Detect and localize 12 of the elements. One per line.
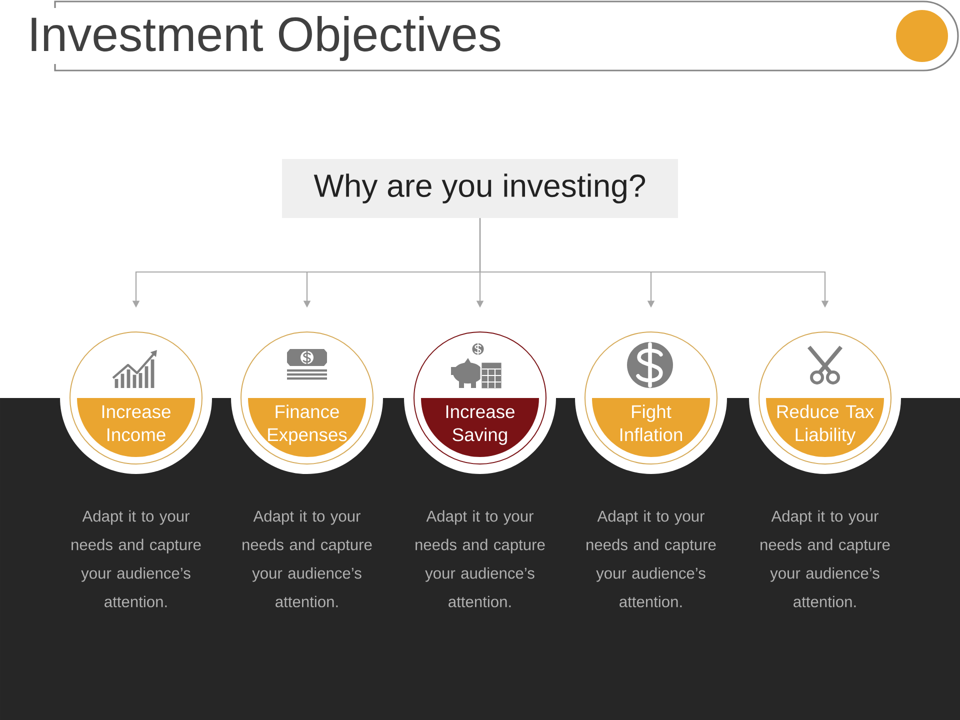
description-text: Adapt it to your needs and capture your audience’s attention. (586, 510, 716, 608)
node-label: Finance Expenses (268, 404, 347, 445)
description-text: Adapt it to your needs and capture your audience’s attention. (72, 510, 201, 608)
description-text: Adapt it to your needs and capture your audience’s attention. (242, 510, 372, 608)
node-label: Increase Saving (446, 405, 514, 445)
node-label: Reduce Tax Liability (777, 404, 874, 445)
question-box: Why are you investing? (282, 159, 678, 218)
node-label: Increase Income (102, 405, 170, 442)
node-label: Fight Inflation (620, 404, 682, 442)
description-text: Adapt it to your needs and capture your audience’s attention. (416, 510, 545, 608)
title: Investment Objectives (32, 16, 500, 62)
description-text: Adapt it to your needs and capture your audience’s attention. (760, 510, 890, 608)
